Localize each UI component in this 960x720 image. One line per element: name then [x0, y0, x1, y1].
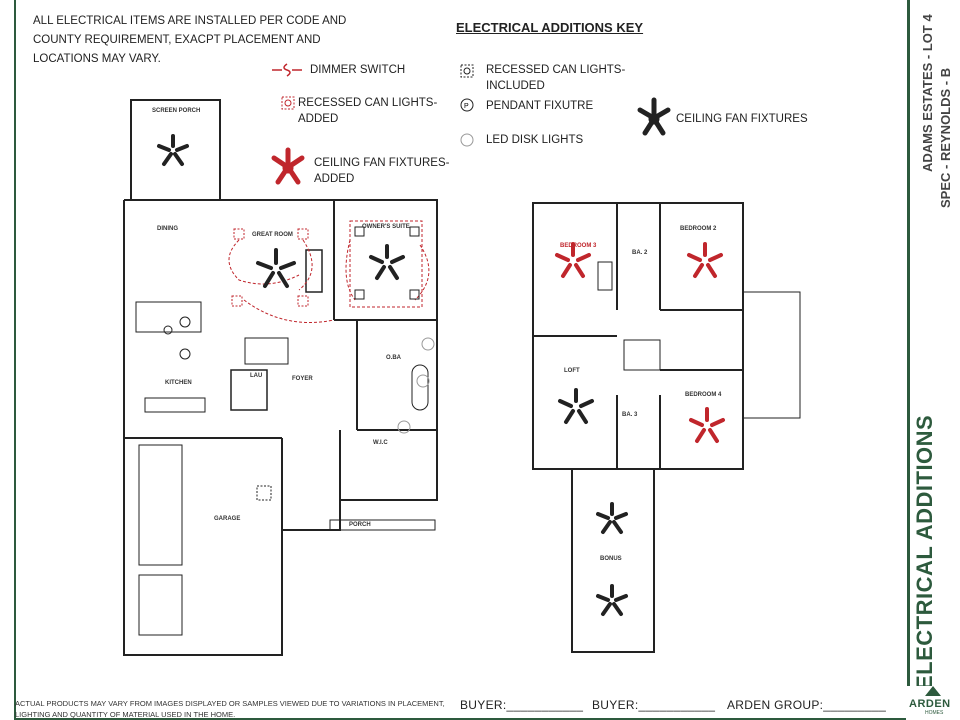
- switch-wiring: [228, 239, 335, 323]
- room-foyer: FOYER: [292, 376, 313, 382]
- room-screen-porch: SCREEN PORCH: [152, 108, 201, 114]
- logo-name: ARDEN: [909, 698, 951, 710]
- key-led-label: LED DISK LIGHTS: [486, 134, 584, 146]
- arden-group-signature: ARDEN GROUP:_________: [727, 698, 887, 712]
- ceiling-fans-floor1: [157, 134, 405, 288]
- fan-added-icon: [271, 147, 305, 185]
- room-owners-suite: OWNER'S SUITE: [362, 224, 410, 230]
- title-block: [907, 0, 960, 690]
- pendant-icon: P: [460, 98, 474, 112]
- logo-sub: HOMES: [925, 710, 944, 716]
- led-disk-icon: [460, 133, 474, 147]
- room-bedroom2: BEDROOM 2: [680, 226, 717, 232]
- first-floor-plan: [123, 99, 438, 656]
- room-oba: O.BA: [386, 355, 401, 361]
- recessed-added-lights: [231, 228, 309, 307]
- room-garage: GARAGE: [214, 516, 241, 522]
- recessed-included-icon: [460, 64, 474, 78]
- key-recessed-included-label: RECESSED CAN LIGHTS-INCLUDED: [486, 64, 626, 92]
- room-bedroom4: BEDROOM 4: [685, 392, 722, 398]
- key-fan-added-label: CEILING FAN FIXTURES-ADDED: [314, 157, 450, 185]
- buyer2-signature: BUYER:___________: [592, 698, 716, 712]
- room-wic: W.I.C: [373, 440, 388, 446]
- room-great-room: GREAT ROOM: [252, 232, 293, 238]
- room-bonus: BONUS: [600, 556, 622, 562]
- recessed-included-lights: [354, 226, 420, 300]
- room-dining: DINING: [157, 226, 178, 232]
- room-bedroom3: BEDROOM 3: [560, 243, 597, 249]
- ceiling-fans-floor2: [558, 388, 628, 616]
- fan-icon: [637, 97, 671, 136]
- svg-text:P: P: [464, 103, 469, 110]
- key-fan-label: CEILING FAN FIXTURES: [676, 113, 808, 125]
- disclaimer-note: ALL ELECTRICAL ITEMS ARE INSTALLED PER C…: [33, 15, 347, 65]
- key-title: ELECTRICAL ADDITIONS KEY: [456, 20, 644, 35]
- second-floor-plan: [532, 202, 801, 653]
- recessed-added-icon: [281, 96, 295, 110]
- room-kitchen: KITCHEN: [165, 380, 192, 386]
- key-pendant-label: PENDANT FIXUTRE: [486, 100, 594, 112]
- footer-disclaimer: ACTUAL PRODUCTS MAY VARY FROM IMAGES DIS…: [15, 699, 445, 719]
- room-ba3: BA. 3: [622, 412, 638, 418]
- room-loft: LOFT: [564, 368, 580, 374]
- room-laundry: LAU: [250, 373, 263, 379]
- dimmer-switch-icon: [272, 63, 302, 77]
- buyer1-signature: BUYER:___________: [460, 698, 584, 712]
- room-porch: PORCH: [349, 522, 371, 528]
- pendants: [163, 316, 191, 360]
- ceiling-fans-floor2-added: [555, 242, 725, 443]
- key-recessed-added-label: RECESSED CAN LIGHTS-ADDED: [298, 97, 438, 125]
- sheet-border: [14, 0, 960, 720]
- room-ba2: BA. 2: [632, 250, 648, 256]
- key-dimmer-label: DIMMER SWITCH: [310, 64, 406, 76]
- led-disks: [397, 337, 435, 434]
